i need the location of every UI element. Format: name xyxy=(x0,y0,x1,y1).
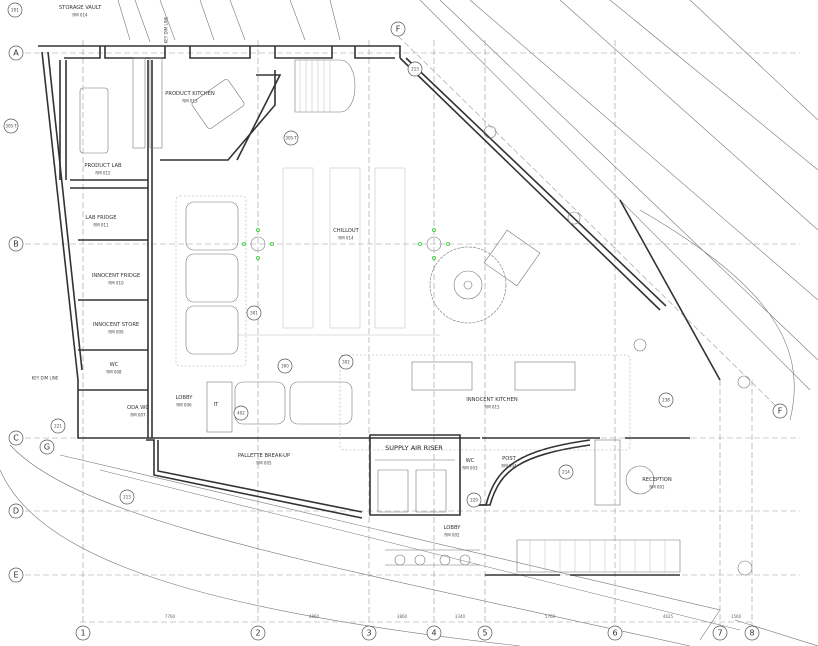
svg-text:RM 006: RM 006 xyxy=(176,403,192,408)
grid-label-row: B xyxy=(13,240,19,249)
walls xyxy=(38,45,721,576)
svg-text:7760: 7760 xyxy=(165,614,176,619)
svg-text:238: 238 xyxy=(662,398,670,403)
tree-feature xyxy=(429,229,541,324)
svg-text:305-T: 305-T xyxy=(5,124,17,129)
svg-text:229: 229 xyxy=(470,498,478,503)
dimension-labels: 7760 4860 3860 3340 5760 4625 1560 xyxy=(165,614,742,619)
room-label: IT xyxy=(214,402,220,408)
grid-label-row: A xyxy=(13,49,19,58)
svg-text:RM 002: RM 002 xyxy=(444,533,460,538)
svg-text:RM 003: RM 003 xyxy=(462,466,478,471)
svg-text:3340: 3340 xyxy=(455,614,466,619)
room-label: RECEPTION xyxy=(642,477,672,483)
svg-text:3860: 3860 xyxy=(397,614,408,619)
svg-text:213: 213 xyxy=(411,67,419,72)
svg-text:RM 011: RM 011 xyxy=(93,223,109,228)
grid-label-col: 8 xyxy=(749,629,754,638)
grid-lines xyxy=(25,35,800,625)
svg-text:RM 014: RM 014 xyxy=(338,236,354,241)
room-label: PALLETTE BREAK-UP xyxy=(238,453,290,459)
svg-text:213: 213 xyxy=(123,495,131,500)
room-label: PRODUCT LAB xyxy=(84,163,122,169)
key-dim-line-label: KEY DIM LINE xyxy=(164,16,169,43)
svg-text:RM 010: RM 010 xyxy=(108,281,124,286)
svg-text:214: 214 xyxy=(562,470,570,475)
svg-text:4625: 4625 xyxy=(663,614,674,619)
room-label: WC xyxy=(466,458,475,464)
room-label: LAB FRIDGE xyxy=(85,215,116,221)
room-label: CHILLOUT xyxy=(333,228,360,234)
svg-text:RM 004: RM 004 xyxy=(501,464,517,469)
grid-label-diag: F xyxy=(778,407,783,416)
svg-text:RM 007: RM 007 xyxy=(130,413,146,418)
grid-bubbles: A B C D E 1 2 3 4 5 6 7 8 F F G xyxy=(8,21,788,641)
grid-label-col: 2 xyxy=(255,629,260,638)
svg-text:RM 005: RM 005 xyxy=(256,461,272,466)
booth-seating xyxy=(175,195,353,425)
svg-text:RM 009: RM 009 xyxy=(108,330,124,335)
room-label: PRODUCT KITCHEN xyxy=(165,91,215,97)
room-label: SUPPLY AIR RISER xyxy=(385,444,443,452)
grid-label-col: 3 xyxy=(366,629,371,638)
grid-label-row: E xyxy=(13,571,18,580)
grid-label-col: 4 xyxy=(431,629,436,638)
grid-label-diag: F xyxy=(396,25,401,34)
chillout-benches xyxy=(238,167,440,336)
svg-text:RM 014: RM 014 xyxy=(72,13,88,18)
svg-text:301: 301 xyxy=(250,311,258,316)
svg-text:402: 402 xyxy=(237,411,245,416)
svg-text:5760: 5760 xyxy=(545,614,556,619)
svg-text:305-T: 305-T xyxy=(285,136,297,141)
grid-label-row: D xyxy=(13,507,19,516)
room-label: LOBBY xyxy=(444,525,462,531)
room-labels: STORAGE VAULT RM 014 PRODUCT KITCHEN RM … xyxy=(32,5,672,538)
section-tags: 201 213 305-T 305-T 301 300 302 402 229 … xyxy=(3,2,674,508)
key-dim-line-label: KEY DIM LINE xyxy=(32,376,59,381)
room-label: LOBBY xyxy=(176,395,194,401)
room-label: INNOCENT KITCHEN xyxy=(466,397,518,403)
svg-text:302: 302 xyxy=(342,360,350,365)
svg-text:201: 201 xyxy=(11,8,19,13)
svg-text:1560: 1560 xyxy=(731,614,742,619)
svg-text:300: 300 xyxy=(281,364,289,369)
svg-text:221: 221 xyxy=(54,424,62,429)
svg-text:RM 001: RM 001 xyxy=(649,485,665,490)
planters xyxy=(394,338,647,566)
svg-text:RM 012: RM 012 xyxy=(95,171,111,176)
grid-label-col: 6 xyxy=(612,629,617,638)
column-marker xyxy=(250,236,266,252)
grid-label-col: 5 xyxy=(482,629,487,638)
column-marker xyxy=(426,236,442,252)
grid-label-col: 7 xyxy=(717,629,722,638)
svg-text:RM 008: RM 008 xyxy=(106,370,122,375)
fixtures xyxy=(79,57,681,573)
room-label: POST xyxy=(502,456,517,462)
room-label: INNOCENT FRIDGE xyxy=(92,273,140,279)
grid-label-row: C xyxy=(13,434,19,443)
room-label: WC xyxy=(110,362,119,368)
room-label: ODA WC xyxy=(127,405,149,411)
room-label: INNOCENT STORE xyxy=(93,322,139,328)
grid-label-diag: G xyxy=(44,443,50,452)
room-label: STORAGE VAULT xyxy=(59,5,102,11)
svg-text:RM 015: RM 015 xyxy=(484,405,500,410)
columns xyxy=(241,125,753,576)
svg-text:RM 013: RM 013 xyxy=(182,99,198,104)
svg-text:4860: 4860 xyxy=(309,614,320,619)
grid-label-col: 1 xyxy=(80,629,85,638)
